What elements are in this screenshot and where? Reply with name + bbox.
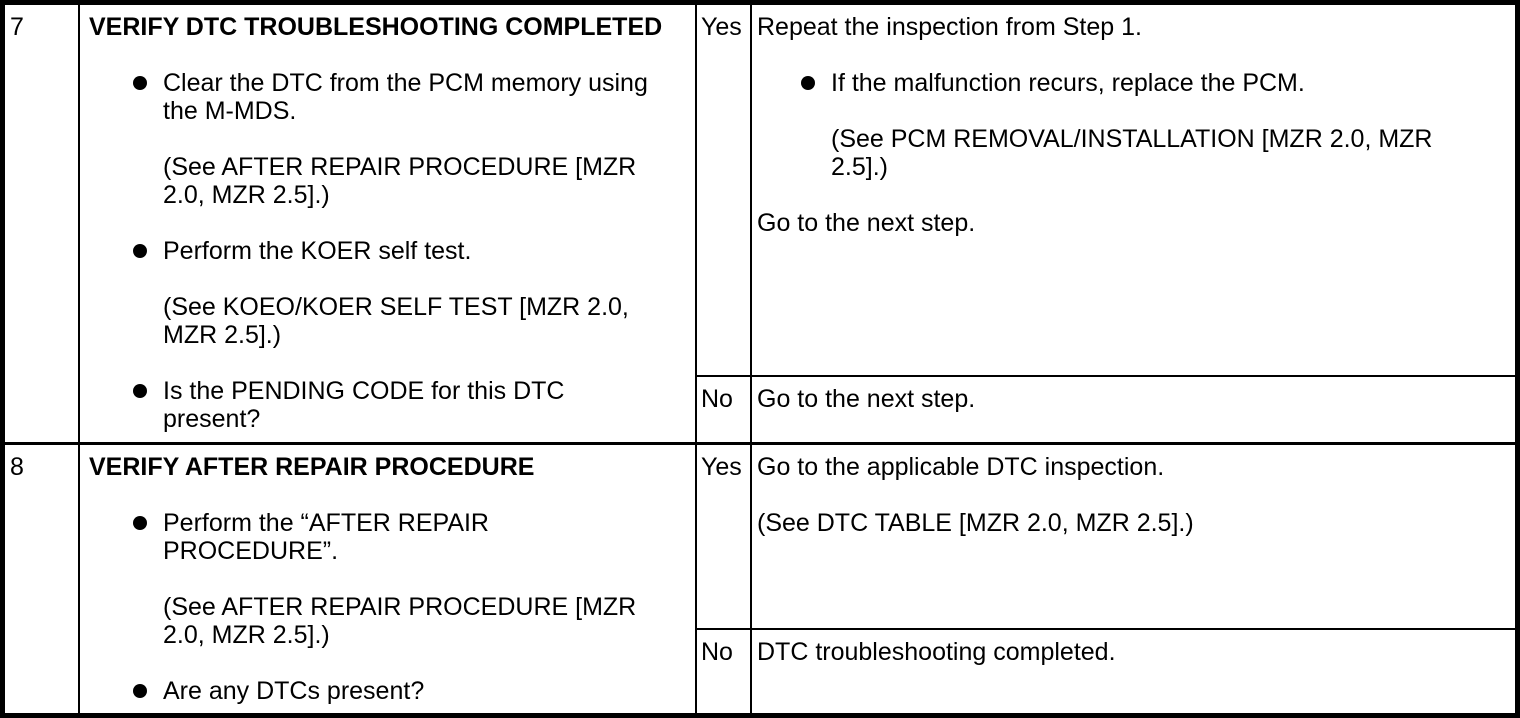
- paragraph: Perform the “AFTER REPAIR PROCEDURE”.: [163, 509, 489, 565]
- procedure-title: VERIFY AFTER REPAIR PROCEDURE: [89, 453, 535, 481]
- bullet-icon: [133, 384, 147, 398]
- see-reference: (See AFTER REPAIR PROCEDURE [MZR 2.0, MZ…: [163, 153, 637, 209]
- yes-label: Yes: [701, 13, 742, 41]
- step-number-cell: 7: [5, 5, 80, 445]
- paragraph: Go to the applicable DTC inspection.: [757, 453, 1165, 481]
- see-reference: (See KOEO/KOER SELF TEST [MZR 2.0, MZR 2…: [163, 293, 629, 349]
- yes-action-cell: Repeat the inspection from Step 1. If th…: [752, 5, 1515, 377]
- bullet-icon: [133, 244, 147, 258]
- see-reference: (See DTC TABLE [MZR 2.0, MZR 2.5].): [757, 509, 1194, 537]
- inspection-cell: VERIFY DTC TROUBLESHOOTING COMPLETED Cle…: [80, 5, 697, 445]
- step-number-cell: 8: [5, 445, 80, 713]
- step-number: 7: [10, 13, 24, 41]
- bullet-icon: [133, 76, 147, 90]
- paragraph: Repeat the inspection from Step 1.: [757, 13, 1142, 41]
- bullet-item: Perform the KOER self test. (See KOEO/KO…: [89, 237, 689, 349]
- no-label: No: [701, 385, 733, 413]
- procedure-title: VERIFY DTC TROUBLESHOOTING COMPLETED: [89, 13, 663, 41]
- see-reference: (See AFTER REPAIR PROCEDURE [MZR 2.0, MZ…: [163, 593, 637, 649]
- paragraph: Go to the next step.: [757, 209, 976, 237]
- see-reference: (See PCM REMOVAL/INSTALLATION [MZR 2.0, …: [831, 125, 1433, 181]
- paragraph: Perform the KOER self test.: [163, 237, 472, 265]
- paragraph: Are any DTCs present?: [163, 677, 425, 705]
- paragraph: If the malfunction recurs, replace the P…: [831, 69, 1305, 97]
- yes-label: Yes: [701, 453, 742, 481]
- no-action-cell: Go to the next step.: [752, 377, 1515, 445]
- no-label-cell: No: [697, 630, 752, 713]
- paragraph: Clear the DTC from the PCM memory using …: [163, 69, 648, 125]
- step-number: 8: [10, 453, 24, 481]
- bullet-item: Perform the “AFTER REPAIR PROCEDURE”. (S…: [89, 509, 689, 649]
- bullet-item: Clear the DTC from the PCM memory using …: [89, 69, 689, 209]
- yes-action-cell: Go to the applicable DTC inspection. (Se…: [752, 445, 1515, 630]
- paragraph: DTC troubleshooting completed.: [757, 638, 1116, 666]
- no-label-cell: No: [697, 377, 752, 445]
- yes-label-cell: Yes: [697, 5, 752, 377]
- yes-label-cell: Yes: [697, 445, 752, 630]
- bullet-item: Are any DTCs present?: [89, 677, 689, 705]
- inspection-cell: VERIFY AFTER REPAIR PROCEDURE Perform th…: [80, 445, 697, 713]
- bullet-item: If the malfunction recurs, replace the P…: [757, 69, 1509, 181]
- bullet-icon: [133, 684, 147, 698]
- paragraph: Is the PENDING CODE for this DTC present…: [163, 377, 565, 433]
- paragraph: Go to the next step.: [757, 385, 976, 413]
- no-label: No: [701, 638, 733, 666]
- bullet-icon: [133, 516, 147, 530]
- bullet-icon: [801, 76, 815, 90]
- bullet-item: Is the PENDING CODE for this DTC present…: [89, 377, 689, 433]
- no-action-cell: DTC troubleshooting completed.: [752, 630, 1515, 713]
